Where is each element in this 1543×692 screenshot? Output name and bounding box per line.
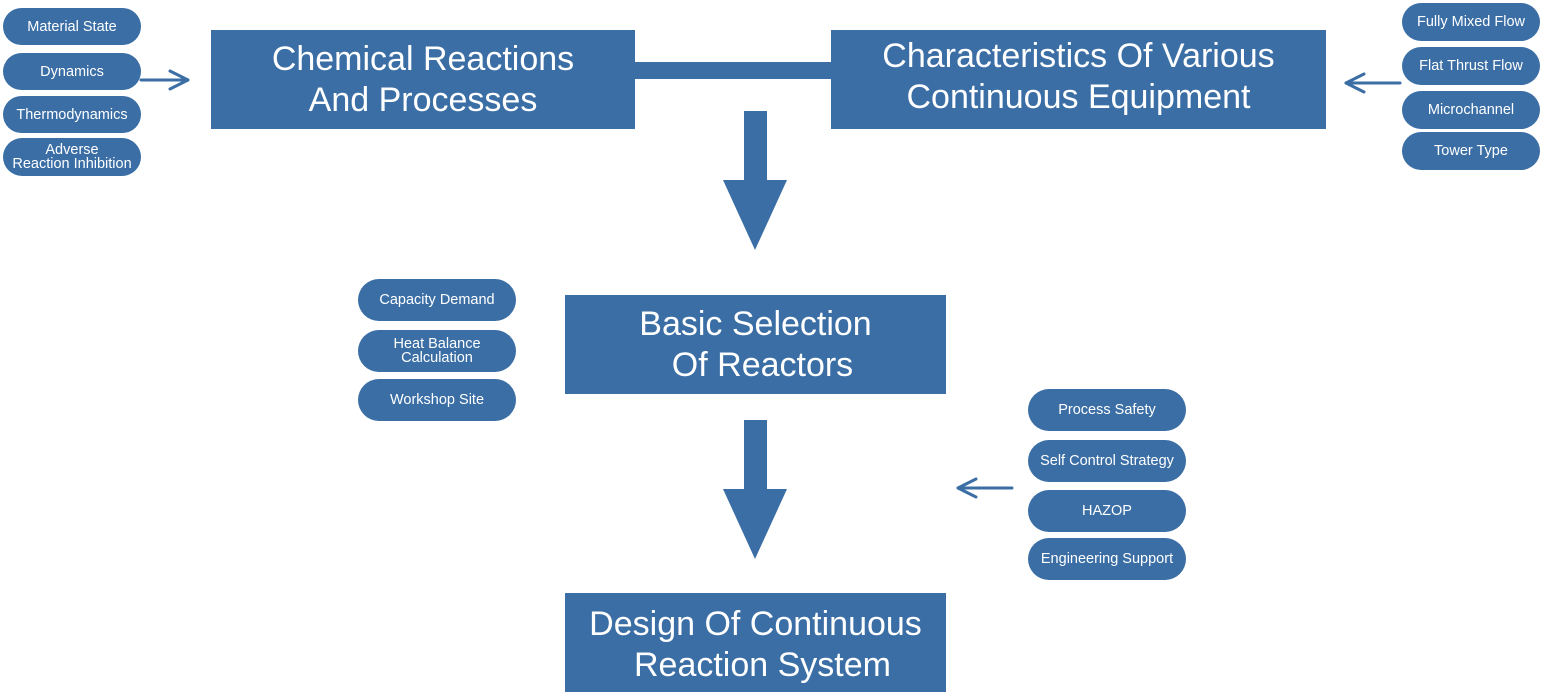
continuous-equipment-text: Characteristics Of Various Continuous Eq… — [882, 36, 1275, 116]
pill-label-line-2: Calculation — [401, 350, 473, 366]
chemical-reactions-text: Chemical Reactions And Processes — [271, 39, 575, 119]
pill-label: Self Control Strategy — [1040, 453, 1174, 469]
basic-selection-text: Basic Selection Of Reactors — [639, 304, 872, 384]
basic-selection-box: Basic Selection Of Reactors — [565, 295, 946, 394]
pill-engineering-support: Engineering Support — [1028, 538, 1186, 580]
down-arrow-1 — [723, 111, 787, 250]
chemical-reactions-box: Chemical Reactions And Processes — [211, 30, 635, 129]
pill-label: Flat Thrust Flow — [1419, 58, 1523, 74]
pill-workshop-site: Workshop Site — [358, 379, 516, 421]
pill-label: Fully Mixed Flow — [1417, 14, 1525, 30]
pill-label-line-1: Adverse — [45, 142, 99, 158]
pill-label: Workshop Site — [389, 392, 485, 408]
continuous-equipment-box: Characteristics Of Various Continuous Eq… — [831, 30, 1326, 129]
pill-adverse-reaction-inhibition: Adverse Reaction Inhibition — [3, 138, 141, 176]
design-system-box: Design Of Continuous Reaction System — [565, 593, 946, 692]
pill-label: Thermodynamics — [16, 106, 128, 123]
pill-microchannel: Microchannel — [1402, 91, 1540, 129]
pill-label: HAZOP — [1082, 503, 1132, 519]
right-group-arrow — [1344, 72, 1402, 94]
pill-heat-balance-calculation: Heat Balance Calculation — [358, 330, 516, 372]
pill-label: Material State — [27, 18, 117, 35]
pill-material-state: Material State — [3, 8, 141, 45]
pill-hazop: HAZOP — [1028, 490, 1186, 532]
pill-label: Process Safety — [1058, 402, 1156, 418]
pill-label: Capacity Demand — [379, 292, 495, 308]
safety-group-arrow — [956, 477, 1014, 499]
pill-fully-mixed-flow: Fully Mixed Flow — [1402, 3, 1540, 41]
top-connector-bar — [633, 62, 833, 79]
pill-label-line-1: Heat Balance — [393, 336, 481, 352]
down-arrow-2 — [723, 420, 787, 559]
pill-label: Microchannel — [1427, 102, 1515, 118]
pill-self-control-strategy: Self Control Strategy — [1028, 440, 1186, 482]
pill-label: Engineering Support — [1040, 551, 1174, 567]
design-system-text: Design Of Continuous Reaction System — [589, 604, 922, 684]
pill-capacity-demand: Capacity Demand — [358, 279, 516, 321]
pill-label: Dynamics — [40, 63, 104, 80]
pill-thermodynamics: Thermodynamics — [3, 96, 141, 133]
pill-dynamics: Dynamics — [3, 53, 141, 90]
pill-label-line-2: Reaction Inhibition — [12, 156, 132, 172]
pill-process-safety: Process Safety — [1028, 389, 1186, 431]
pill-flat-thrust-flow: Flat Thrust Flow — [1402, 47, 1540, 85]
pill-tower-type: Tower Type — [1402, 132, 1540, 170]
left-group-arrow — [139, 69, 190, 91]
pill-label: Tower Type — [1434, 143, 1508, 159]
